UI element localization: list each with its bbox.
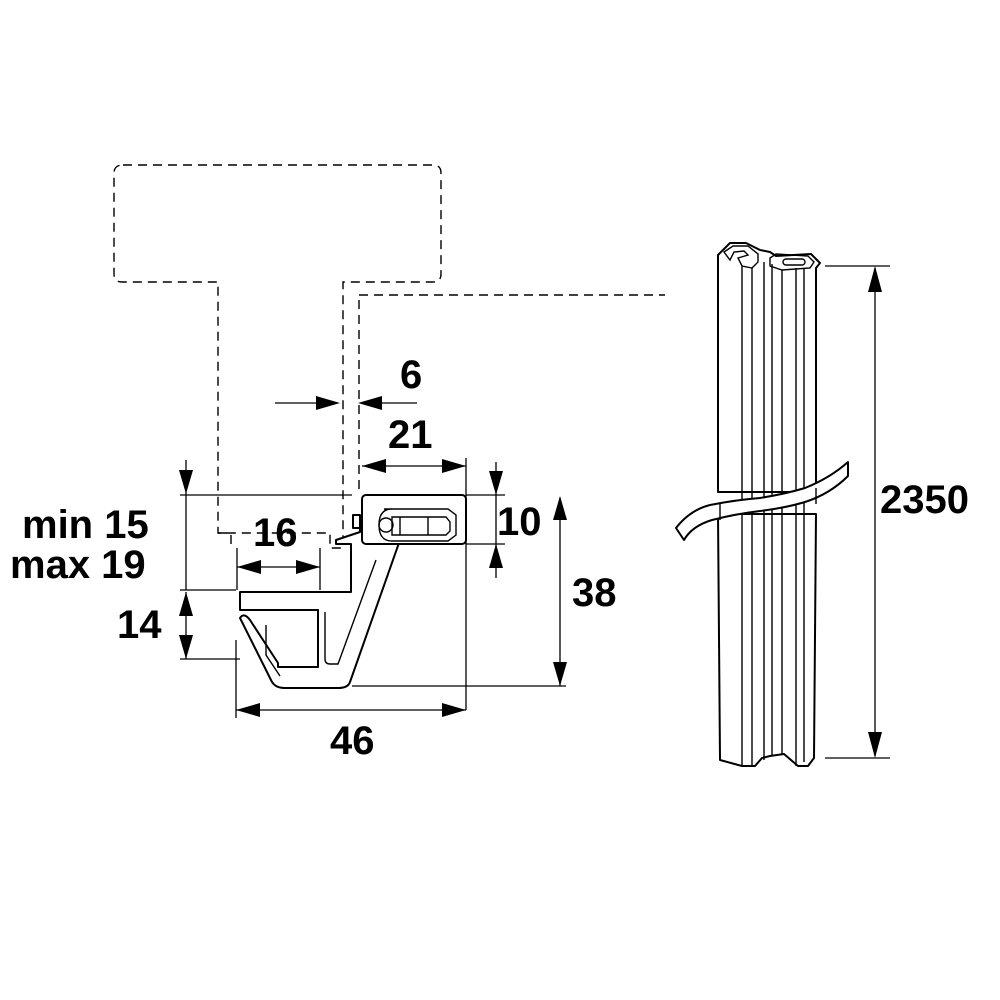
profile-3d-view bbox=[675, 242, 849, 767]
profile-cross-section bbox=[239, 494, 467, 689]
profile-hook-recess bbox=[265, 559, 377, 677]
dim-strip-width-label: 21 bbox=[388, 413, 433, 457]
dim-gap-label: 6 bbox=[400, 353, 422, 397]
dim-hook-height-label: 14 bbox=[117, 603, 162, 647]
dim-total-width-label: 46 bbox=[330, 719, 375, 763]
dim-groove-width-label: 16 bbox=[253, 511, 298, 555]
dim-total-height-label: 38 bbox=[572, 571, 617, 615]
dimension-labels: 6 21 10 min 15 max 19 16 14 38 46 2350 bbox=[10, 353, 969, 763]
dim-thickness-min-label: min 15 bbox=[22, 503, 149, 547]
dim-length-label: 2350 bbox=[880, 478, 969, 522]
dim-thickness-max-label: max 19 bbox=[10, 543, 146, 587]
dashed-panel-outline bbox=[113, 164, 665, 549]
dim-strip-height-label: 10 bbox=[497, 500, 542, 544]
dimension-lines bbox=[179, 265, 890, 759]
profile-strip-detail bbox=[378, 508, 457, 542]
profile-top-strip bbox=[361, 494, 467, 545]
